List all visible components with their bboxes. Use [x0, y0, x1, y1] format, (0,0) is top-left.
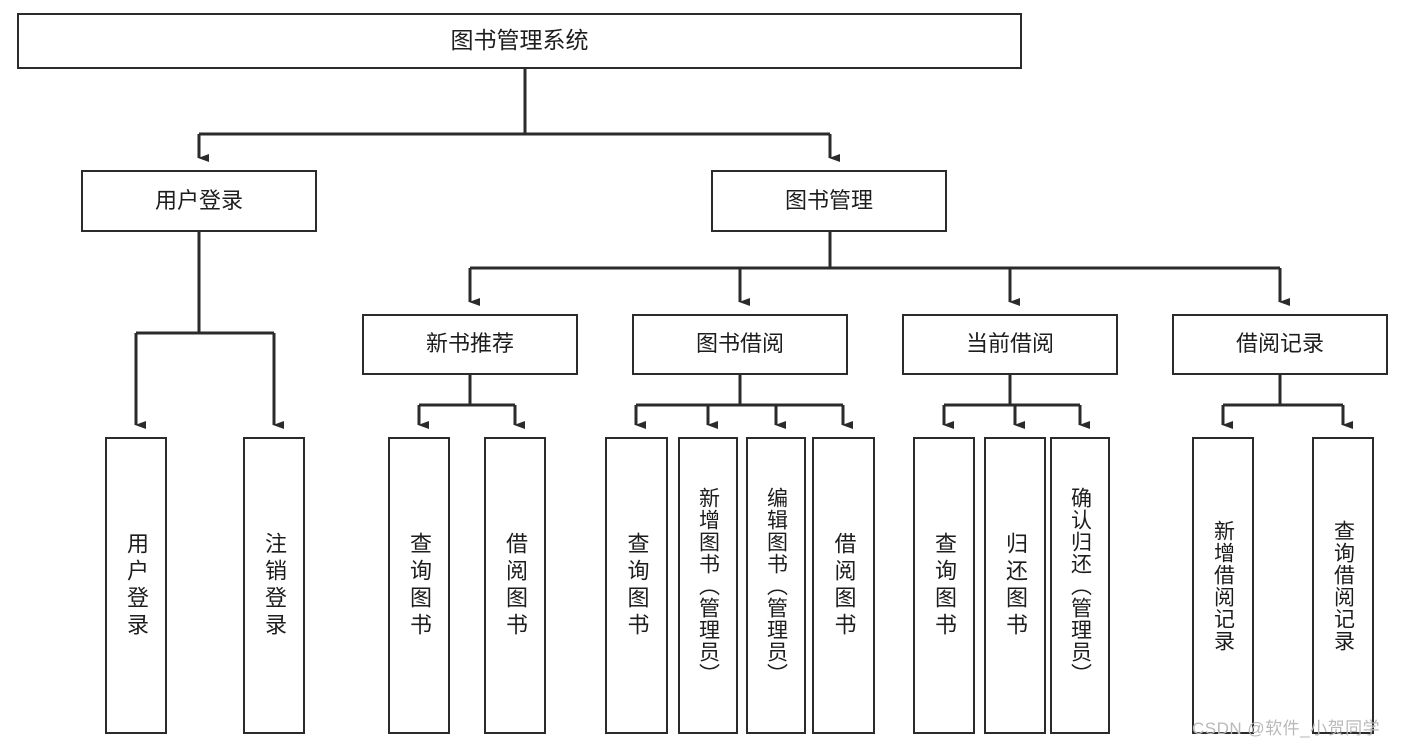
leaf-user-logout[interactable]: 注销登录 — [243, 437, 305, 734]
leaf-edit-book-admin[interactable]: 编辑图书（管理员） — [746, 437, 806, 734]
node-borrow-record[interactable]: 借阅记录 — [1172, 314, 1388, 375]
leaf-query-borrow-record[interactable]: 查询借阅记录 — [1312, 437, 1374, 734]
leaf-borrow-book[interactable]: 借阅图书 — [812, 437, 875, 734]
leaf-user-login[interactable]: 用户登录 — [105, 437, 167, 734]
leaf-query-book-recommend[interactable]: 查询图书 — [388, 437, 450, 734]
node-book-management[interactable]: 图书管理 — [711, 170, 947, 232]
leaf-query-book-current[interactable]: 查询图书 — [913, 437, 975, 734]
leaf-add-book-admin[interactable]: 新增图书（管理员） — [678, 437, 738, 734]
node-book-borrow[interactable]: 图书借阅 — [632, 314, 848, 375]
leaf-query-book-borrow[interactable]: 查询图书 — [605, 437, 668, 734]
node-root-book-management-system[interactable]: 图书管理系统 — [17, 13, 1022, 69]
node-user-login[interactable]: 用户登录 — [81, 170, 317, 232]
node-new-book-recommendation[interactable]: 新书推荐 — [362, 314, 578, 375]
leaf-return-book[interactable]: 归还图书 — [984, 437, 1046, 734]
leaf-add-borrow-record[interactable]: 新增借阅记录 — [1192, 437, 1254, 734]
node-current-borrow[interactable]: 当前借阅 — [902, 314, 1118, 375]
leaf-borrow-book-recommend[interactable]: 借阅图书 — [484, 437, 546, 734]
leaf-confirm-return-admin[interactable]: 确认归还（管理员） — [1050, 437, 1110, 734]
